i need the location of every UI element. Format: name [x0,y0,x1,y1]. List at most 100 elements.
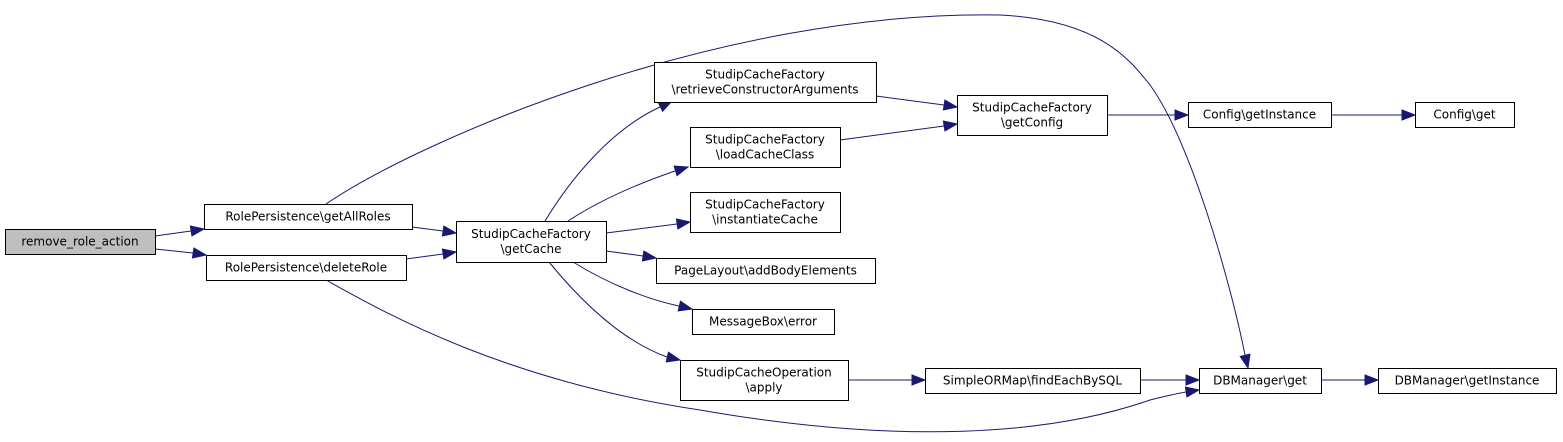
node-remove_role_action[interactable]: remove_role_action [5,229,156,255]
node-box [654,62,877,103]
edge-remove_role_action-to-deleteRole [154,247,208,259]
node-label: SimpleORMap\findEachBySQL [943,374,1122,388]
edge-line [567,170,676,222]
node-label: StudipCacheFactory [471,227,591,241]
arrowhead-icon [189,225,206,237]
arrowhead-icon [1184,386,1201,398]
node-configGet[interactable]: Config\get [1415,102,1515,128]
node-addBodyElements[interactable]: PageLayout\addBodyElements [656,258,876,284]
node-box [690,127,841,168]
arrowhead-icon [1174,109,1190,121]
node-label: DBManager\getInstance [1395,374,1540,388]
node-label: \getCache [500,242,561,256]
arrowhead-icon [673,165,690,177]
edge-getCache-to-apply [548,261,682,363]
edge-line [875,95,945,106]
node-loadCacheClass[interactable]: StudipCacheFactory\loadCacheClass [690,127,841,168]
node-label: Config\getInstance [1203,108,1316,122]
node-apply[interactable]: StudipCacheOperation\apply [680,360,849,401]
edge-line [605,223,678,234]
node-box [925,368,1141,394]
node-box [1199,368,1322,394]
arrowhead-icon [942,120,959,132]
node-box [206,255,407,281]
node-instantiateCache[interactable]: StudipCacheFactory\instantiateCache [690,192,841,233]
node-label: RolePersistence\deleteRole [225,261,387,275]
arrowhead-icon [911,374,927,386]
edge-retrieveConstructorArguments-to-getConfig [875,95,959,111]
arrowhead-icon [1239,353,1251,370]
node-label: StudipCacheFactory [705,133,825,147]
arrowhead-icon [641,250,658,262]
node-label: StudipCacheFactory [972,101,1092,115]
node-box [656,258,876,284]
node-label: \apply [745,381,782,395]
arrowhead-icon [942,99,959,111]
edge-getAllRoles-to-dbGet [325,14,1251,370]
arrowhead-icon [441,225,458,237]
edge-loadCacheClass-to-getConfig [839,120,959,141]
node-box [692,309,835,335]
node-label: RolePersistence\getAllRoles [225,210,390,224]
edge-getAllRoles-to-getCache [411,225,458,237]
node-retrieveConstructorArguments[interactable]: StudipCacheFactory\retrieveConstructorAr… [654,62,877,103]
edge-line [605,250,644,257]
arrowhead-icon [675,218,692,230]
edge-getCache-to-instantiateCache [605,218,692,234]
node-getCache[interactable]: StudipCacheFactory\getCache [456,221,607,263]
node-label: StudipCacheFactory [705,198,825,212]
node-box [690,192,841,233]
arrowhead-icon [191,247,208,259]
node-dbGetInstance[interactable]: DBManager\getInstance [1378,368,1557,394]
node-box [1378,368,1557,394]
node-label: MessageBox\error [709,315,817,329]
node-label: remove_role_action [21,235,138,249]
node-findEachBySQL[interactable]: SimpleORMap\findEachBySQL [925,368,1141,394]
node-box [1188,102,1332,128]
node-label: DBManager\get [1213,374,1307,388]
edge-line [572,261,680,307]
node-label: PageLayout\addBodyElements [674,264,857,278]
arrowhead-icon [677,300,694,312]
node-getConfig[interactable]: StudipCacheFactory\getConfig [957,95,1108,136]
edge-remove_role_action-to-getAllRoles [154,225,206,237]
node-box [204,204,413,230]
node-dbGet[interactable]: DBManager\get [1199,368,1322,394]
edge-line [411,226,444,232]
node-label: \getConfig [1001,116,1063,130]
edge-line [154,230,192,237]
edge-apply-to-findEachBySQL [848,374,927,386]
edge-line [154,248,194,254]
node-label: \instantiateCache [712,213,818,227]
edge-line [548,261,668,358]
node-getAllRoles[interactable]: RolePersistence\getAllRoles [204,204,413,230]
edge-line [325,279,1187,433]
edge-configGetInstance-to-configGet [1331,109,1417,121]
arrowhead-icon [1185,374,1201,386]
node-box [5,229,156,255]
node-box [456,221,607,263]
edges-layer [154,14,1417,433]
edge-line [325,14,1246,356]
edge-dbGet-to-dbGetInstance [1321,374,1380,386]
edge-deleteRole-to-dbGet [325,279,1201,433]
arrowhead-icon [441,248,458,260]
node-label: \loadCacheClass [716,148,815,162]
node-error[interactable]: MessageBox\error [692,309,835,335]
node-configGetInstance[interactable]: Config\getInstance [1188,102,1332,128]
nodes-layer: remove_role_action RolePersistence\getAll… [5,62,1557,401]
node-box [957,95,1108,136]
edge-line [839,125,945,141]
edge-line [405,253,444,260]
node-box [1415,102,1515,128]
arrowhead-icon [665,351,682,363]
node-box [680,360,849,401]
arrowhead-icon [1401,109,1417,121]
node-deleteRole[interactable]: RolePersistence\deleteRole [206,255,407,281]
node-label: StudipCacheFactory [705,68,825,82]
edge-getCache-to-loadCacheClass [567,165,690,222]
edge-line [544,106,661,222]
edge-getConfig-to-configGetInstance [1107,109,1190,121]
edge-getCache-to-error [572,261,694,312]
arrowhead-icon [1364,374,1380,386]
